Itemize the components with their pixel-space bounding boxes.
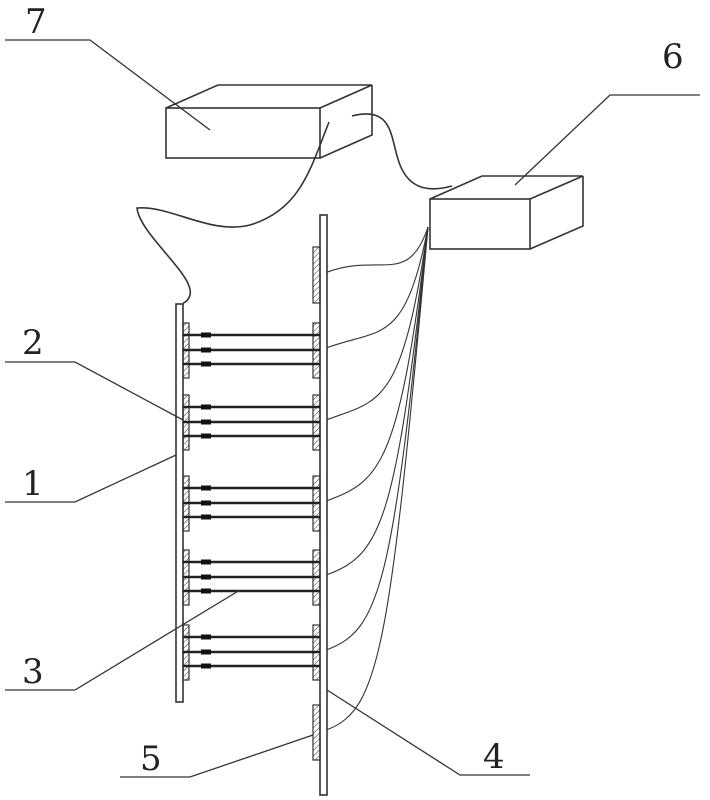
rod-connector — [201, 433, 211, 439]
label-3: 3 — [22, 652, 44, 692]
label-1: 1 — [22, 464, 44, 504]
signal-wire — [326, 226, 429, 731]
box-7 — [165, 84, 373, 159]
label-6: 6 — [662, 37, 684, 77]
box-6 — [429, 175, 584, 250]
rod-connector — [201, 332, 211, 338]
label-7: 7 — [25, 2, 47, 42]
rod-connector — [201, 559, 211, 565]
rod-connector — [201, 500, 211, 506]
leader-6 — [514, 94, 700, 186]
sensor-pad-right — [312, 704, 321, 761]
rod-connector — [201, 663, 211, 669]
rod-connector — [201, 485, 211, 491]
signal-wire — [326, 226, 429, 349]
label-2: 2 — [22, 323, 44, 363]
rod-connector — [201, 361, 211, 367]
label-5: 5 — [140, 739, 162, 779]
cable-7-to-plate-1 — [136, 121, 330, 304]
sensor-pad-right — [312, 246, 321, 304]
rod-connector — [201, 634, 211, 640]
cable-7-to-6 — [351, 113, 453, 190]
signal-wire — [326, 226, 429, 421]
rod-connector — [201, 514, 211, 520]
signal-wire — [326, 226, 429, 576]
leader-2 — [5, 361, 184, 421]
leader-4 — [326, 689, 530, 776]
leader-1 — [5, 454, 177, 503]
signal-wire — [326, 226, 429, 651]
label-4: 4 — [483, 737, 505, 777]
plate-4 — [319, 214, 328, 796]
plate-1 — [175, 303, 184, 703]
leader-3 — [5, 589, 241, 691]
leader-5 — [120, 734, 314, 778]
rod-connector — [201, 588, 211, 594]
signal-wire — [326, 226, 429, 273]
rod-connector — [201, 404, 211, 410]
rod-connector — [201, 419, 211, 425]
rod-connector — [201, 574, 211, 580]
rod-connector — [201, 347, 211, 353]
rod-connector — [201, 649, 211, 655]
leader-7 — [5, 39, 211, 131]
signal-wire — [326, 226, 429, 502]
